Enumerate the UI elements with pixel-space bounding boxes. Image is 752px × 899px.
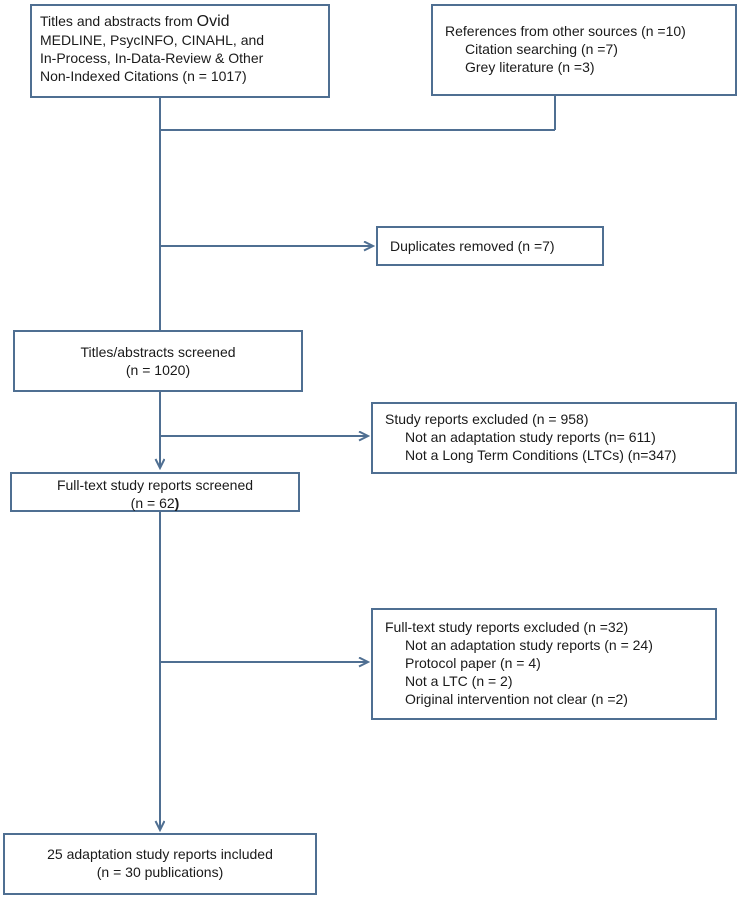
ovid-sources-box: Titles and abstracts from Ovid MEDLINE, … <box>30 4 330 98</box>
fulltext-count: (n = 62 <box>130 495 175 511</box>
ovid-line-3: Non-Indexed Citations (n = 1017) <box>40 68 247 84</box>
included-box: 25 adaptation study reports included (n … <box>3 833 317 895</box>
other-sources-title: References from other sources (n =10) <box>445 23 686 39</box>
included-line-2: (n = 30 publications) <box>96 864 224 880</box>
excluded-1-item: Not a Long Term Conditions (LTCs) (n=347… <box>405 447 677 463</box>
excluded-2-item: Protocol paper (n = 4) <box>405 655 541 671</box>
ovid-line-1: MEDLINE, PsycINFO, CINAHL, and <box>40 32 265 48</box>
fulltext-box: Full-text study reports screened (n = 62… <box>10 472 300 512</box>
ovid-title-brand: Ovid <box>196 13 230 30</box>
other-sources-item: Grey literature (n =3) <box>465 59 595 75</box>
ovid-title-line: Titles and abstracts from Ovid <box>40 12 320 31</box>
fulltext-count-close: ) <box>174 495 180 511</box>
excluded-1-item: Not an adaptation study reports (n= 611) <box>405 429 656 445</box>
excluded-2-box: Full-text study reports excluded (n =32)… <box>371 608 717 720</box>
screened-line-1: Titles/abstracts screened <box>80 344 236 360</box>
other-sources-box: References from other sources (n =10) Ci… <box>431 4 737 96</box>
fulltext-line-1: Full-text study reports screened <box>56 477 254 493</box>
excluded-2-item: Not an adaptation study reports (n = 24) <box>405 637 653 653</box>
excluded-2-title: Full-text study reports excluded (n =32) <box>385 619 629 635</box>
excluded-1-box: Study reports excluded (n = 958) Not an … <box>371 402 737 474</box>
ovid-line-2: In-Process, In-Data-Review & Other <box>40 50 264 66</box>
other-sources-item: Citation searching (n =7) <box>465 41 618 57</box>
included-line-1: 25 adaptation study reports included <box>47 846 273 862</box>
duplicates-box: Duplicates removed (n =7) <box>376 226 604 266</box>
screened-line-2: (n = 1020) <box>125 362 191 378</box>
ovid-title-lead: Titles and abstracts from <box>40 13 197 29</box>
fulltext-line-2: (n = 62) <box>18 494 292 512</box>
excluded-2-item: Original intervention not clear (n =2) <box>405 691 628 707</box>
duplicates-title: Duplicates removed (n =7) <box>390 238 555 254</box>
excluded-1-title: Study reports excluded (n = 958) <box>385 411 589 427</box>
excluded-2-item: Not a LTC (n = 2) <box>405 673 513 689</box>
screened-box: Titles/abstracts screened (n = 1020) <box>13 330 303 392</box>
